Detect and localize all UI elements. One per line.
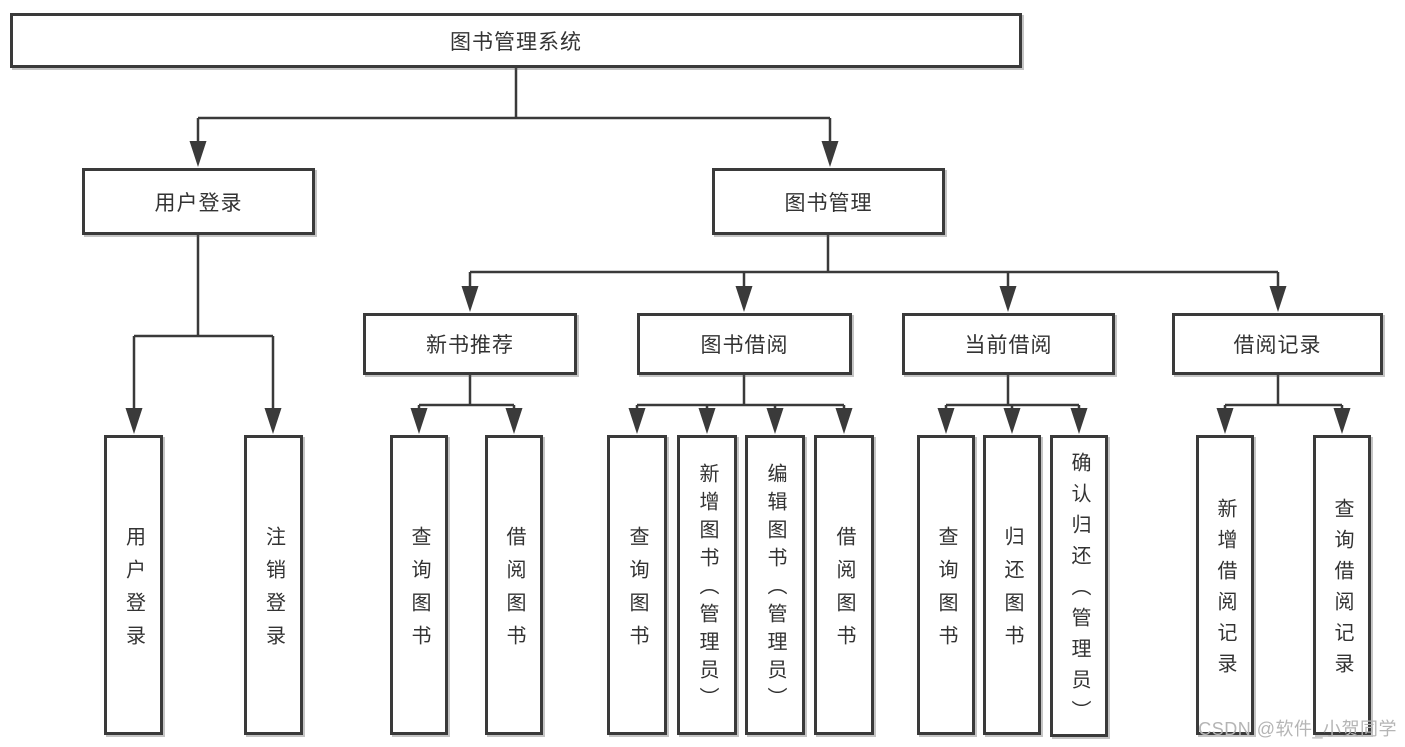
csdn-watermark: CSDN @软件_小贺同学 bbox=[1198, 719, 1397, 739]
node-cb-query-books: 查询图书 bbox=[917, 435, 975, 735]
node-current-borrowing: 当前借阅 bbox=[902, 313, 1115, 375]
node-br-add-record: 新增借阅记录 bbox=[1196, 435, 1254, 735]
arrowheads bbox=[125, 141, 1351, 434]
node-root: 图书管理系统 bbox=[10, 13, 1022, 68]
node-cb-return-books: 归还图书 bbox=[983, 435, 1041, 735]
node-br-query-record: 查询借阅记录 bbox=[1313, 435, 1371, 735]
node-nbr-borrow-books: 借阅图书 bbox=[485, 435, 543, 735]
node-nbr-query-books: 查询图书 bbox=[390, 435, 448, 735]
node-bb-query-books: 查询图书 bbox=[607, 435, 667, 735]
node-logout-leaf: 注销登录 bbox=[244, 435, 303, 735]
node-book-borrowing: 图书借阅 bbox=[637, 313, 852, 375]
node-bb-borrow-books: 借阅图书 bbox=[814, 435, 874, 735]
node-bb-add-books-admin: 新增图书（管理员） bbox=[677, 435, 737, 735]
node-new-book-recommendation: 新书推荐 bbox=[363, 313, 577, 375]
node-bb-edit-books-admin: 编辑图书（管理员） bbox=[745, 435, 805, 735]
node-book-management: 图书管理 bbox=[712, 168, 945, 235]
node-user-login: 用户登录 bbox=[82, 168, 315, 235]
node-borrow-records: 借阅记录 bbox=[1172, 313, 1383, 375]
node-cb-confirm-return-admin: 确认归还（管理员） bbox=[1050, 435, 1108, 737]
node-user-login-leaf: 用户登录 bbox=[104, 435, 163, 735]
